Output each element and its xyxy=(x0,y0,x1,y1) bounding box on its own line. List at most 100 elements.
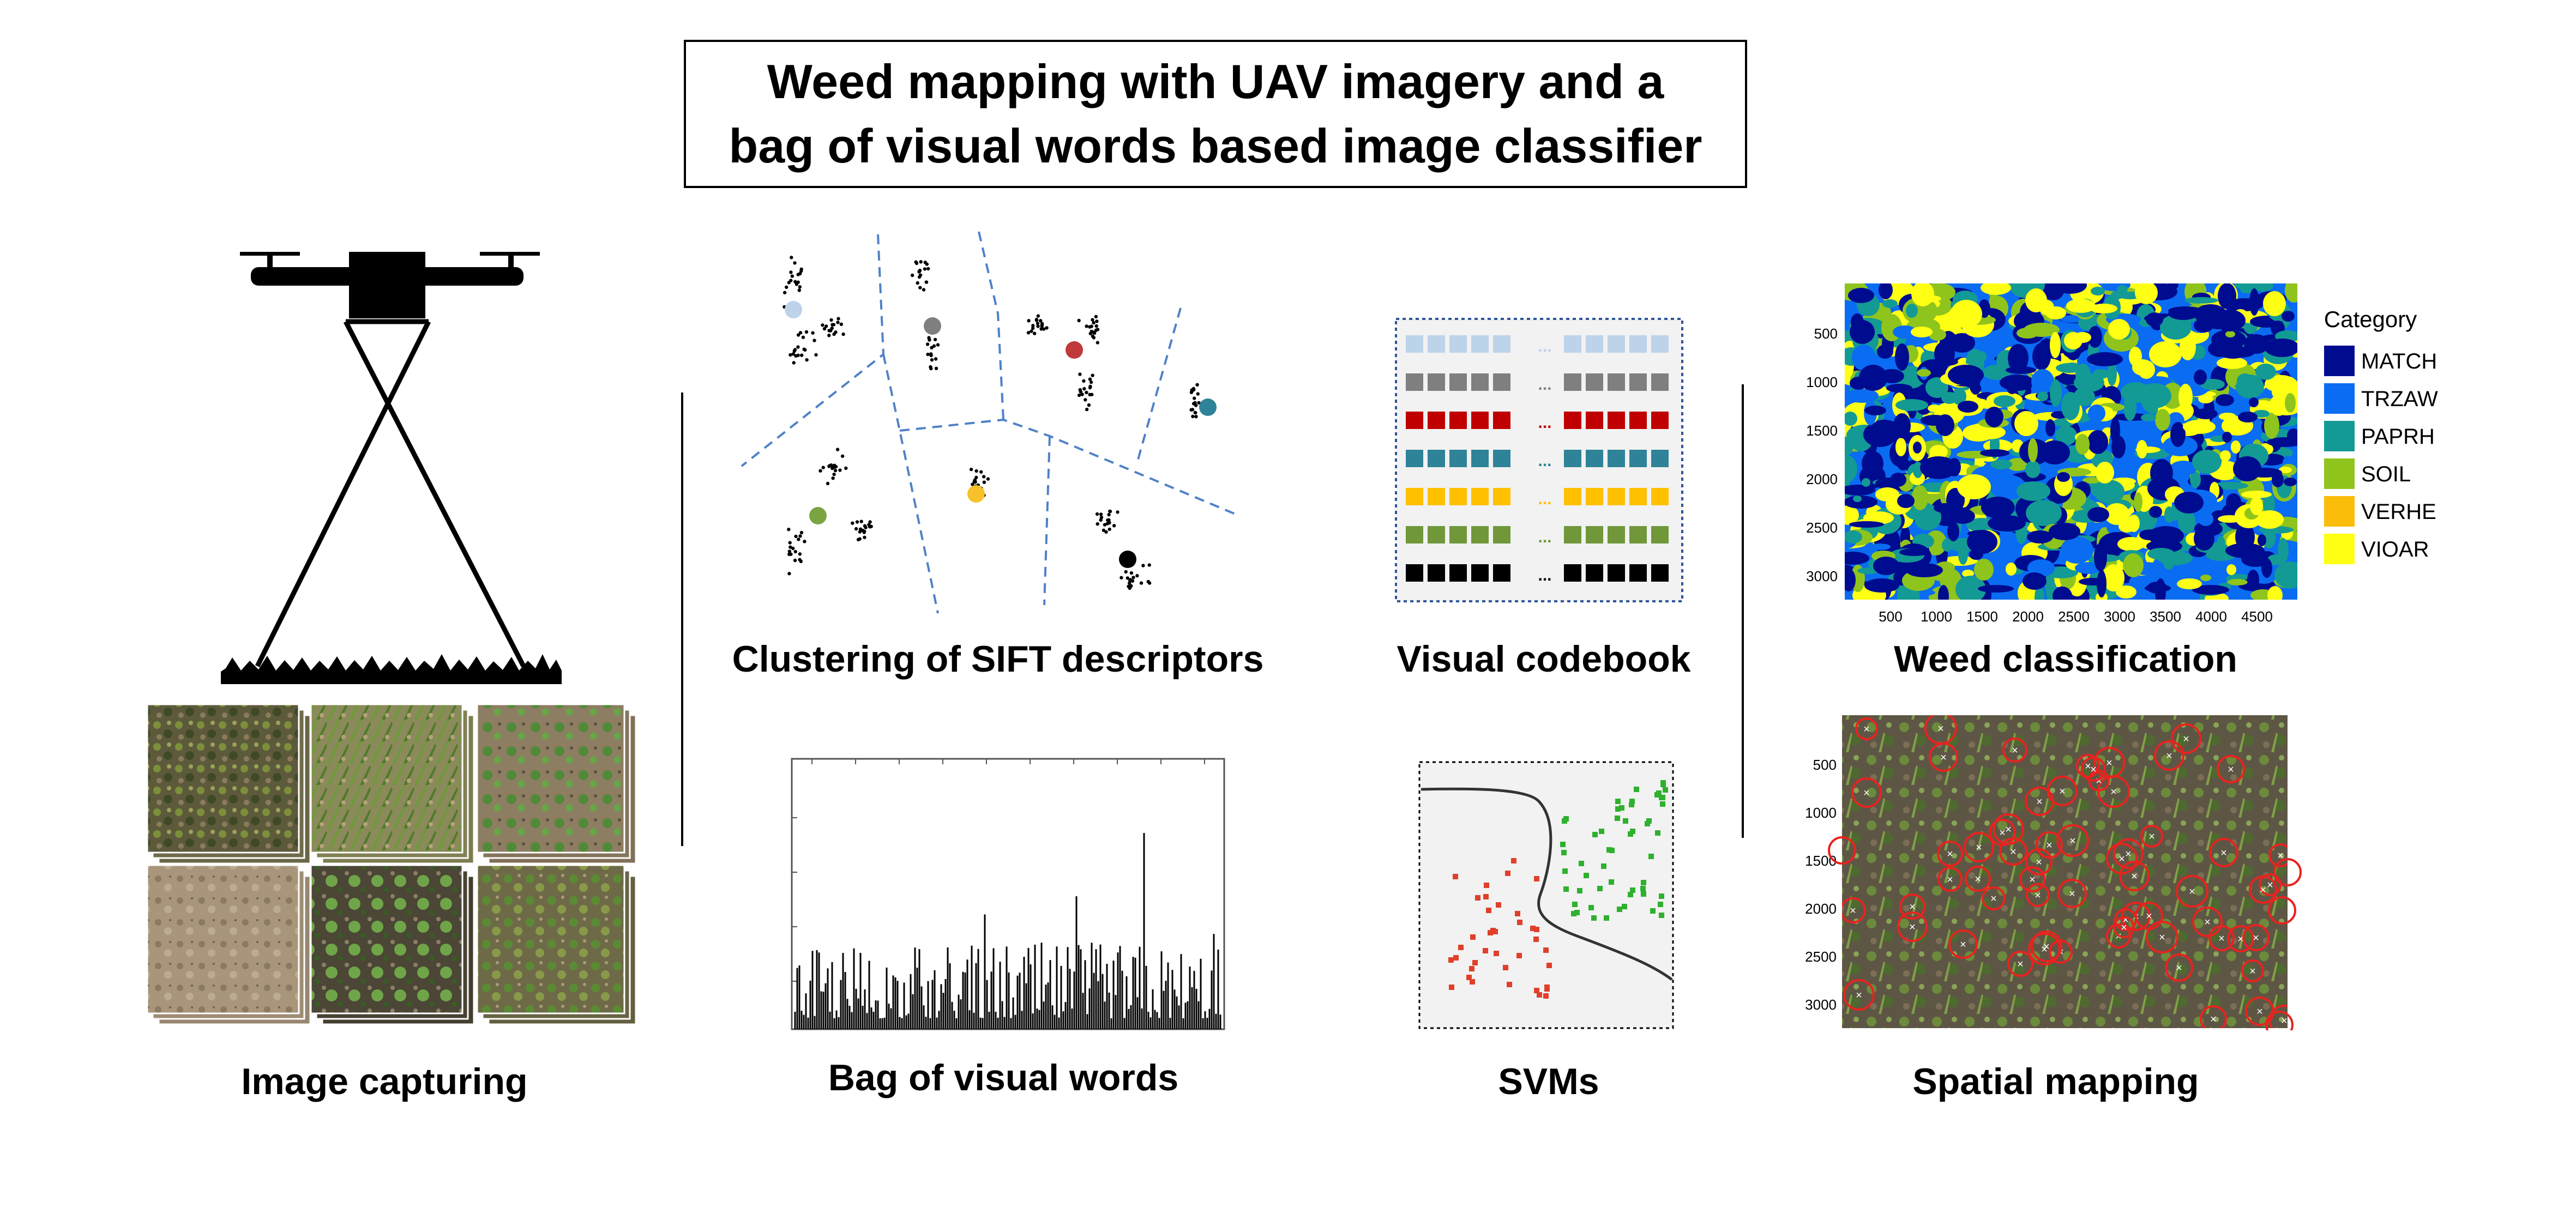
caption-svms: SVMs xyxy=(1498,1061,1599,1102)
weed-detection-circle xyxy=(2026,883,2050,907)
descriptor-point xyxy=(926,267,930,271)
class-region xyxy=(1947,522,1959,541)
class-region xyxy=(2174,492,2204,514)
codeword-square xyxy=(1449,335,1467,353)
descriptor-point xyxy=(1090,329,1094,334)
class-region xyxy=(2272,472,2284,487)
class-region xyxy=(2222,432,2232,443)
codeword-square xyxy=(1651,335,1669,353)
class-region xyxy=(1920,456,1957,479)
class-region xyxy=(2066,299,2096,313)
svm-point-class-a xyxy=(1488,930,1493,935)
class-region xyxy=(2190,472,2201,488)
descriptor-point xyxy=(862,530,866,534)
descriptor-point xyxy=(1031,324,1035,328)
svm-point-class-b xyxy=(1630,887,1635,893)
descriptor-point xyxy=(1077,393,1081,397)
class-region xyxy=(1895,399,1928,411)
svm-point-class-b xyxy=(1650,908,1656,914)
svm-point-class-b xyxy=(1601,863,1606,869)
descriptor-point xyxy=(1195,383,1199,386)
codeword-square xyxy=(1629,373,1647,391)
svm-point-class-a xyxy=(1475,895,1480,901)
codeword-square xyxy=(1406,335,1423,353)
detection-marker: × xyxy=(2106,757,2112,769)
codeword-square xyxy=(1449,412,1467,429)
class-region xyxy=(2258,534,2266,546)
class-region xyxy=(2271,398,2287,416)
descriptor-point xyxy=(932,344,936,348)
class-region xyxy=(2045,419,2055,437)
class-region xyxy=(2192,450,2222,474)
class-region xyxy=(2061,392,2080,420)
class-region xyxy=(1845,412,1857,426)
descriptor-point xyxy=(1193,401,1197,404)
detection-marker: × xyxy=(2069,835,2076,847)
codeword-square xyxy=(1406,488,1423,505)
class-region xyxy=(2267,586,2283,600)
descriptor-point xyxy=(1135,573,1139,578)
weed-detection-circle xyxy=(2259,873,2282,896)
x-tick-label: 500 xyxy=(1879,608,1902,625)
weed-detection-circle xyxy=(2036,831,2063,859)
descriptor-point xyxy=(1099,516,1104,520)
y-tick-label: 500 xyxy=(1814,325,1838,342)
class-region xyxy=(2028,438,2038,462)
class-region xyxy=(2110,417,2120,444)
class-region xyxy=(2094,480,2124,504)
codeword-square xyxy=(1629,488,1647,505)
detection-marker: × xyxy=(1850,905,1856,917)
codeword-square xyxy=(1586,373,1603,391)
descriptor-point xyxy=(1026,331,1031,335)
class-region xyxy=(2050,379,2062,407)
descriptor-point xyxy=(971,482,974,486)
weed-detection-circle xyxy=(2171,723,2201,754)
descriptor-point xyxy=(798,534,802,538)
detection-marker: × xyxy=(2148,831,2155,843)
descriptor-point xyxy=(918,286,922,289)
class-region xyxy=(1962,570,1974,577)
svm-point-class-b xyxy=(1591,915,1597,921)
codeword-square xyxy=(1449,450,1467,467)
class-region xyxy=(2149,341,2182,367)
svm-point-class-b xyxy=(1577,888,1582,893)
class-region xyxy=(2235,383,2260,390)
class-region xyxy=(2031,369,2054,394)
weed-detection-circle xyxy=(2025,787,2054,816)
svm-point-class-b xyxy=(1599,829,1604,834)
class-region xyxy=(1845,496,1877,509)
drone-icon xyxy=(240,252,540,318)
descriptor-point xyxy=(1034,318,1039,322)
descriptor-point xyxy=(1197,401,1201,405)
descriptor-point xyxy=(1088,392,1092,396)
weed-detection-circle xyxy=(2176,875,2208,908)
svm-point-class-b xyxy=(1629,799,1635,804)
codeword-square xyxy=(1629,526,1647,543)
codeword-square xyxy=(1493,488,1510,505)
weed-detection-circle xyxy=(2097,775,2130,808)
descriptor-point xyxy=(1084,398,1087,402)
svm-point-class-a xyxy=(1505,871,1510,876)
svm-point-class-a xyxy=(1534,927,1539,932)
weed-detection-circle xyxy=(2241,959,2264,982)
descriptor-point xyxy=(863,535,866,539)
cluster-centroid xyxy=(1066,341,1083,359)
codeword-square xyxy=(1608,373,1625,391)
weed-detection-circle xyxy=(1929,742,1958,772)
detection-marker: × xyxy=(2260,884,2266,896)
class-region xyxy=(1990,460,2012,469)
descriptor-point xyxy=(805,358,809,362)
grass-icon xyxy=(221,654,562,684)
class-region xyxy=(2274,561,2297,589)
svm-point-class-a xyxy=(1507,982,1512,987)
descriptor-point xyxy=(799,530,804,535)
y-tick-label: 2000 xyxy=(1805,901,1837,917)
detection-marker: × xyxy=(2090,764,2097,776)
detection-marker: × xyxy=(2253,932,2259,944)
weed-detection-circle xyxy=(2154,740,2184,771)
class-region xyxy=(2155,409,2170,431)
codeword-square xyxy=(1608,335,1625,353)
descriptor-point xyxy=(821,466,825,469)
svm-point-class-a xyxy=(1537,992,1542,998)
class-region xyxy=(2226,493,2241,511)
